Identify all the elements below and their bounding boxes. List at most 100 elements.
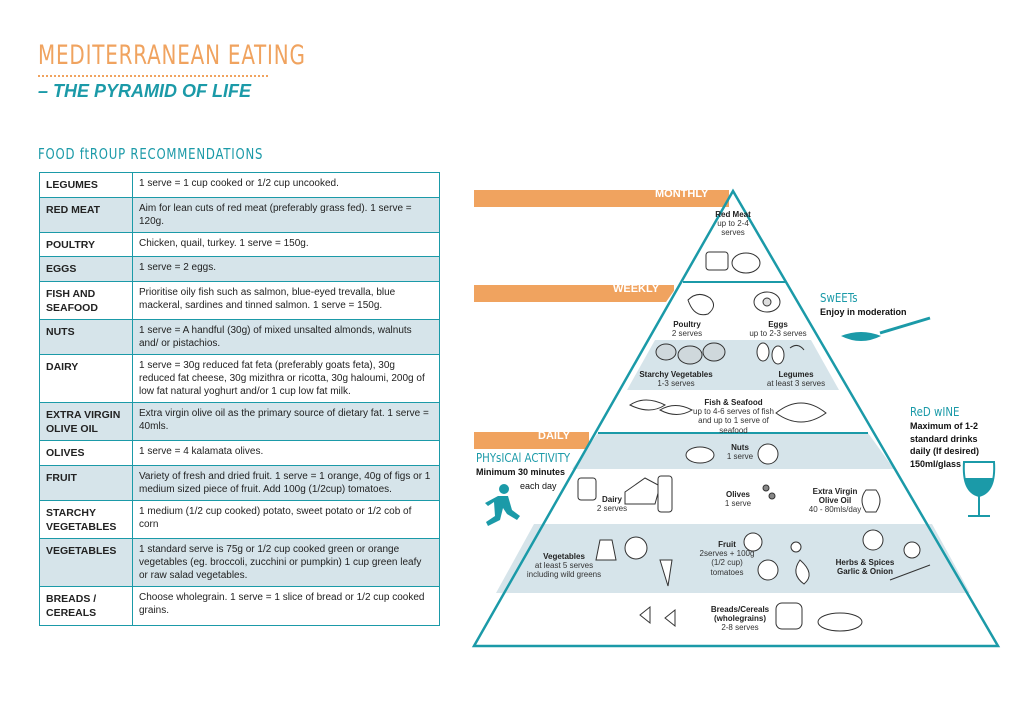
pasta-icon xyxy=(664,608,676,628)
bean-icon xyxy=(756,342,770,362)
food-group-text: Choose wholegrain. 1 serve = 1 slice of … xyxy=(132,586,440,626)
activity-text-1: Minimum 30 minutes xyxy=(476,467,566,477)
tier-nuts xyxy=(572,433,894,469)
sweets-spoon-icon xyxy=(841,332,881,341)
cherry-icon xyxy=(790,541,802,553)
herbs-label: Herbs & Spices Garlic & Onion xyxy=(835,558,895,577)
page-subtitle: – THE PYRAMID OF LIFE xyxy=(38,81,252,101)
capsicum-icon xyxy=(595,539,617,561)
steak-icon xyxy=(731,252,761,274)
band-label-monthly: MONTHLY xyxy=(655,188,709,200)
section-title: FOOD ftROUP RECOMMENDATIONS xyxy=(38,145,264,163)
food-group-name: NUTS xyxy=(39,319,133,356)
olive-icon xyxy=(768,492,776,500)
pear-icon xyxy=(795,559,810,585)
bread-loaf-icon xyxy=(775,602,803,630)
potato-icon xyxy=(677,345,703,365)
food-group-name: STARCHY VEGETABLES xyxy=(39,500,133,540)
almond-icon xyxy=(685,446,715,464)
tier-vegetables-fruit xyxy=(496,524,970,593)
olive-icon xyxy=(762,484,770,492)
wine-text: Maximum of 1-2 standard drinks daily (If… xyxy=(910,421,980,469)
baguette-icon xyxy=(817,612,863,632)
broccoli-icon xyxy=(624,536,648,560)
cheese-icon xyxy=(624,477,661,505)
meat-icon xyxy=(705,251,729,271)
pasta-icon xyxy=(639,605,651,625)
yoghurt-icon xyxy=(577,477,597,501)
food-group-text: Aim for lean cuts of red meat (preferabl… xyxy=(132,196,440,233)
food-group-name: LEGUMES xyxy=(39,172,133,198)
food-group-text: 1 serve = 4 kalamata olives. xyxy=(132,440,440,467)
food-group-name: BREADS / CEREALS xyxy=(39,586,133,626)
food-group-text: Prioritise oily fish such as salmon, blu… xyxy=(132,280,440,321)
food-group-name: EXTRA VIRGIN OLIVE OIL xyxy=(39,402,133,442)
page-title: MEDITERRANEAN EATING xyxy=(38,40,306,71)
walnut-icon xyxy=(757,443,779,465)
food-group-text: 1 serve = 2 eggs. xyxy=(132,256,440,282)
milk-icon xyxy=(657,475,673,513)
apple-icon xyxy=(757,559,779,581)
band-label-daily: DAILY xyxy=(538,430,570,442)
wine-fill xyxy=(965,478,993,496)
food-group-text: Extra virgin olive oil as the primary so… xyxy=(132,402,440,442)
sweets-title: SwEETs xyxy=(820,291,858,305)
activity-text-2: each day xyxy=(520,481,557,491)
food-group-name: POULTRY xyxy=(39,231,133,258)
food-group-text: Variety of fresh and dried fruit. 1 serv… xyxy=(132,465,440,502)
breads-label: Breads/Cereals (wholegrains)2-8 serves xyxy=(710,605,770,633)
sardine-icon xyxy=(658,405,694,415)
monthly-band xyxy=(474,190,729,207)
food-group-name: RED MEAT xyxy=(39,196,133,233)
band-label-weekly: WEEKLY xyxy=(613,283,660,295)
garlic-icon xyxy=(903,541,921,559)
food-group-text: 1 medium (1/2 cup cooked) potato, sweet … xyxy=(132,500,440,540)
yolk-icon xyxy=(762,297,772,307)
herb-icon xyxy=(889,564,931,581)
food-group-name: VEGETABLES xyxy=(39,538,133,588)
spoon-handle xyxy=(879,316,931,335)
bean-icon xyxy=(771,345,785,365)
food-group-text: 1 standard serve is 75g or 1/2 cup cooke… xyxy=(132,538,440,588)
fish-icon xyxy=(775,402,827,423)
food-group-name: OLIVES xyxy=(39,440,133,467)
onion-icon xyxy=(862,529,884,551)
food-group-name: FRUIT xyxy=(39,465,133,502)
sardine-icon xyxy=(629,399,666,411)
food-group-text: 1 serve = A handful (30g) of mixed unsal… xyxy=(132,319,440,356)
pyramid-outline xyxy=(471,188,1001,648)
daily-band xyxy=(474,432,589,449)
activity-title: PHYsICAl ACTIVITY xyxy=(476,451,571,465)
running-person-icon xyxy=(485,484,520,526)
bean-icon xyxy=(789,344,805,351)
tomato-icon xyxy=(743,532,763,552)
title-underline xyxy=(38,75,268,77)
food-group-name: EGGS xyxy=(39,256,133,282)
potato-icon xyxy=(702,342,726,362)
